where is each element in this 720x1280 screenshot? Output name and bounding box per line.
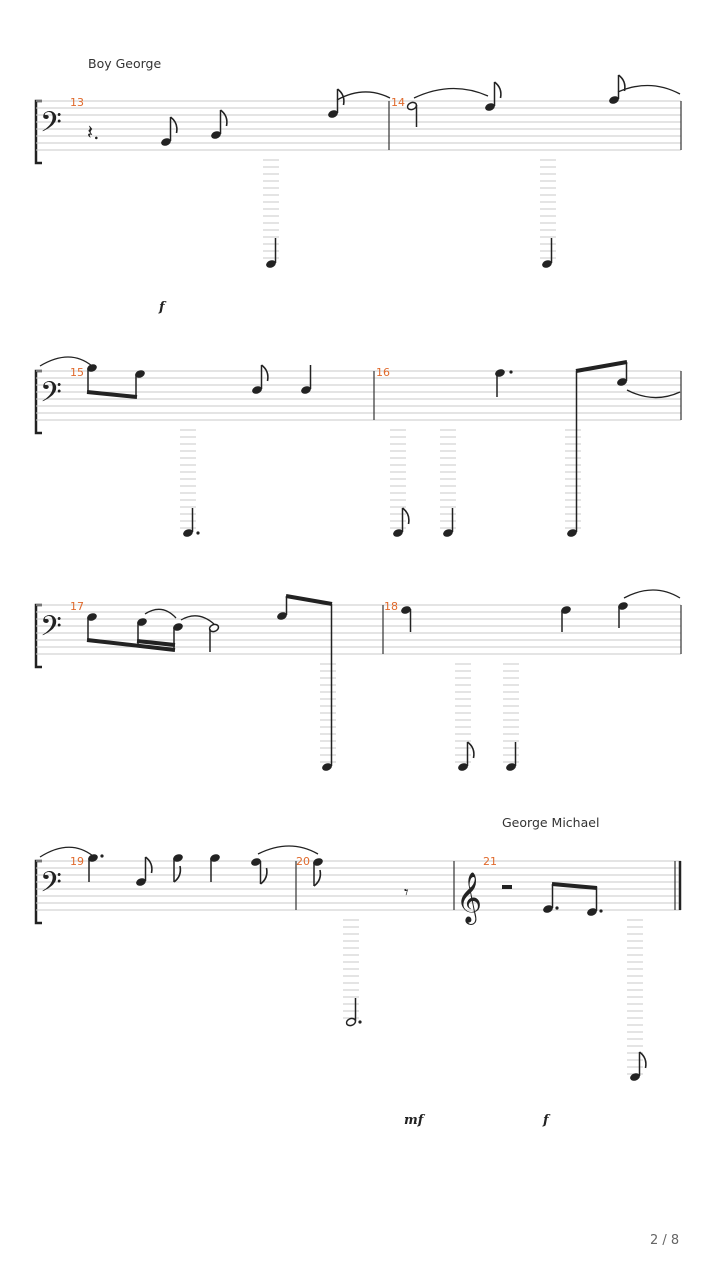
eighth-note [252, 364, 269, 394]
eighth-note [211, 109, 228, 139]
tie [617, 84, 681, 95]
beamed-eighth-notes [86, 364, 145, 399]
low-quarter-note [263, 159, 279, 268]
eighth-note [173, 854, 183, 883]
dynamic-marking: mf [404, 1113, 426, 1128]
eighth-note [618, 602, 628, 628]
measure-number: 18 [384, 600, 398, 613]
beamed-eighth-notes [543, 882, 603, 916]
measure-number: 15 [70, 366, 84, 379]
measure-number: 17 [70, 600, 84, 613]
staff-lines [36, 100, 681, 151]
dotted-quarter-note [495, 369, 513, 397]
tie [39, 846, 94, 858]
tie [623, 589, 681, 599]
tie [257, 845, 319, 855]
quarter-note [301, 365, 312, 394]
half-rest [502, 885, 512, 889]
dotted-quarter-note [88, 854, 104, 882]
dynamic-marking: f [158, 300, 167, 315]
beamed-eighth-notes [565, 360, 628, 537]
quarter-note [401, 606, 412, 632]
performer-label: George Michael [502, 815, 599, 830]
low-quarter-note [540, 159, 556, 268]
low-dotted-half-note [343, 919, 362, 1027]
tie [39, 356, 93, 367]
eighth-note [328, 88, 345, 118]
performer-label: Boy George [88, 56, 161, 71]
measure-number: 14 [391, 96, 405, 109]
dynamic-marking: f [542, 1113, 551, 1128]
tie [180, 615, 215, 625]
treble-clef: 𝄞 [456, 872, 482, 925]
low-quarter-note [440, 429, 456, 537]
eighth-note [136, 856, 153, 886]
half-note [208, 623, 220, 652]
tie [336, 91, 391, 101]
system-1: 𝄢 Boy George 13 14 𝄽. [34, 56, 682, 315]
system-4: 𝄢 𝄞 George Michael 19 20 21 [34, 815, 682, 1128]
quarter-rest: 𝄽. [87, 120, 99, 144]
half-note [406, 101, 418, 127]
measure-number: 19 [70, 855, 84, 868]
bass-clef: 𝄢 [40, 106, 62, 146]
eighth-note [161, 116, 178, 146]
low-eighth-note [627, 919, 647, 1081]
beamed-sixteenth-notes [86, 613, 183, 652]
staff-lines [36, 370, 681, 421]
bass-clef: 𝄢 [40, 376, 62, 416]
measure-number: 16 [376, 366, 390, 379]
quarter-note [561, 606, 571, 632]
bass-clef: 𝄢 [40, 866, 62, 906]
page-number: 2 / 8 [650, 1233, 679, 1248]
tie [413, 87, 489, 99]
low-dotted-quarter-note [180, 429, 200, 537]
low-eighth-note [390, 429, 410, 537]
measure-number: 20 [296, 855, 310, 868]
bass-clef: 𝄢 [40, 610, 62, 650]
tie [144, 608, 177, 619]
eighth-rest: 𝄾 [404, 883, 409, 903]
eighth-note [251, 858, 268, 885]
eighth-note [313, 858, 323, 887]
measure-number: 13 [70, 96, 84, 109]
beamed-eighth-notes [277, 594, 336, 771]
eighth-note [485, 81, 502, 111]
measure-number: 21 [483, 855, 497, 868]
low-quarter-note [503, 663, 519, 771]
quarter-note [210, 854, 220, 882]
system-2: 𝄢 15 16 [34, 356, 682, 537]
staff-lines [36, 860, 681, 911]
low-eighth-note [455, 663, 475, 771]
system-3: 𝄢 17 18 [34, 589, 682, 771]
tie [626, 389, 681, 399]
